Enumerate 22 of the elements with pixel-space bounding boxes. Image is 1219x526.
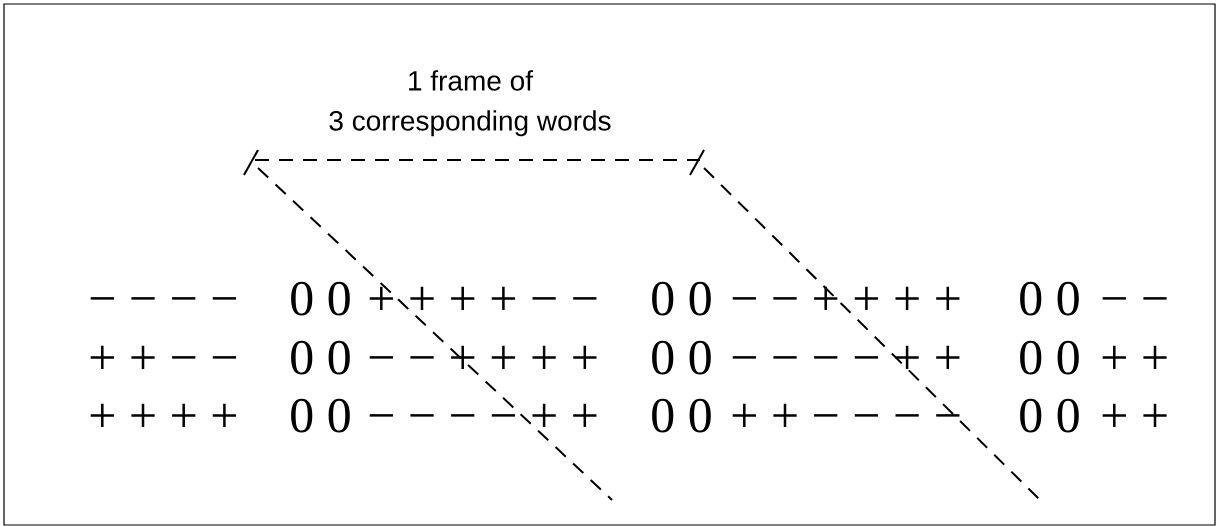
sign-sequence: − − + + + + xyxy=(369,345,597,370)
zero-pair: 0 0 xyxy=(652,281,711,316)
zero-pair: 0 0 xyxy=(1020,398,1079,433)
sign-sequence: + + xyxy=(1102,345,1167,370)
zero-pair: 0 0 xyxy=(291,340,350,375)
sign-sequence: + + − − − − xyxy=(732,403,960,428)
sign-sequence: − − − − xyxy=(90,297,237,300)
sign-sequence: + + − − xyxy=(90,345,237,370)
sign-sequence: + + xyxy=(1102,403,1167,428)
sign-sequence: − − xyxy=(1102,297,1167,300)
zero-pair: 0 0 xyxy=(1020,281,1079,316)
zero-pair: 0 0 xyxy=(1020,340,1079,375)
sign-sequence: − − + + + + xyxy=(732,286,960,311)
zero-pair: 0 0 xyxy=(652,398,711,433)
sign-sequence: − − − − + + xyxy=(732,345,960,370)
sign-sequence: + + + + − − xyxy=(369,286,597,311)
zero-pair: 0 0 xyxy=(652,340,711,375)
sign-sequence: − − − − + + xyxy=(369,403,597,428)
frame-caption: 1 frame of 3 corresponding words xyxy=(329,70,611,137)
zero-pair: 0 0 xyxy=(291,281,350,316)
sign-sequence: + + + + xyxy=(90,403,237,428)
zero-pair: 0 0 xyxy=(291,398,350,433)
